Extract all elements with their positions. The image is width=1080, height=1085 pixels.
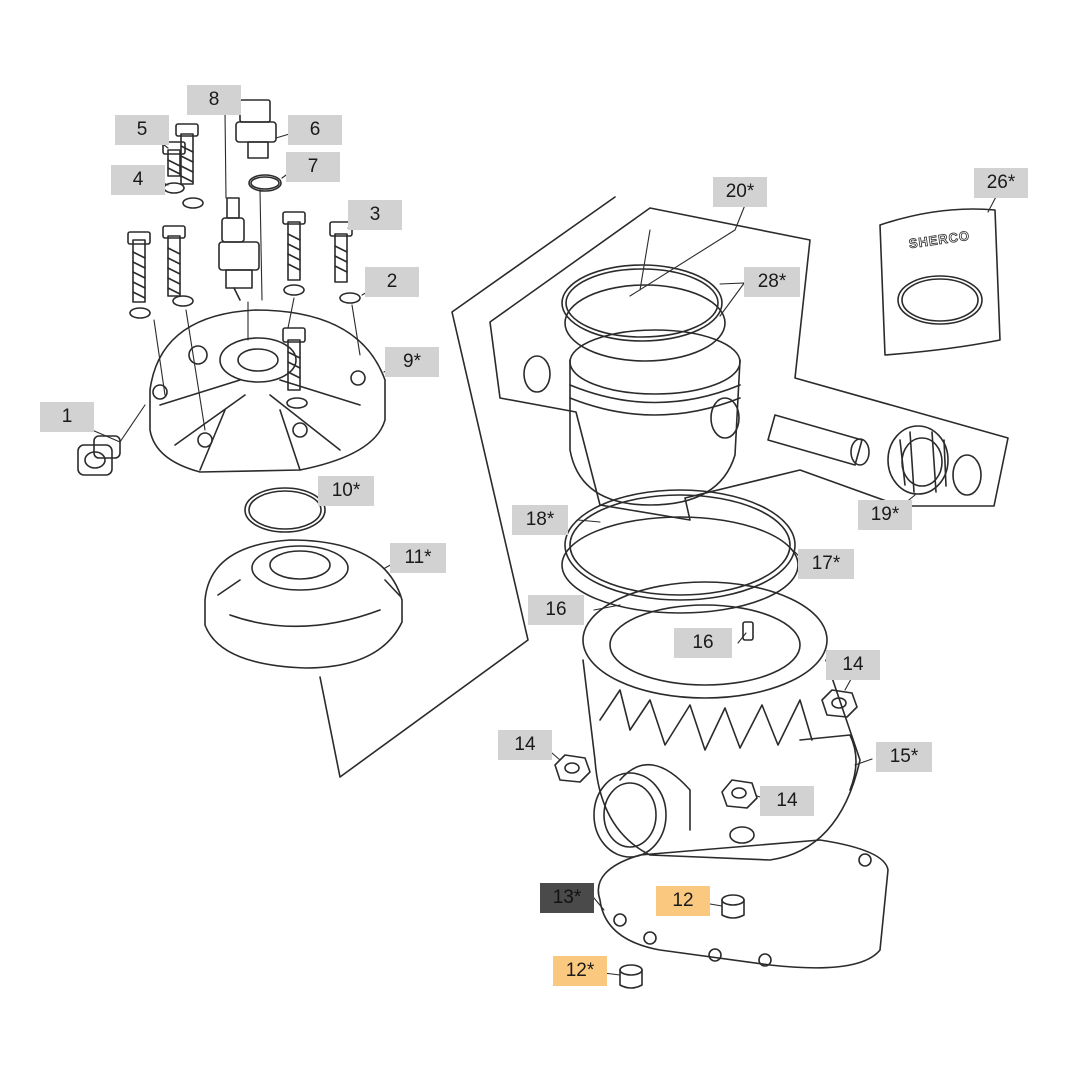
dowel-12-upper (722, 895, 744, 918)
o-ring-10 (245, 488, 325, 532)
piston (570, 330, 740, 505)
needle-bearing (888, 426, 948, 494)
callout-1: 1 (40, 402, 94, 432)
kit-logo: SHERCO (908, 228, 971, 251)
callout-18: 18* (512, 505, 568, 535)
flange-nut-right (822, 690, 857, 717)
callout-2: 2 (365, 267, 419, 297)
callout-5: 5 (115, 115, 169, 145)
head-bolt-long-left (128, 232, 150, 318)
callout-11: 11* (390, 543, 446, 573)
callout-16-gasket: 16 (528, 595, 584, 625)
sealing-washer (251, 177, 279, 189)
head-bolt-long-mid (163, 226, 193, 306)
callout-14-center: 14 (760, 786, 814, 816)
callout-20: 20* (713, 177, 767, 207)
piston-rings (562, 265, 725, 361)
base-gasket (598, 840, 888, 968)
callout-14-right: 14 (826, 650, 880, 680)
callout-19: 19* (858, 500, 912, 530)
callout-13: 13* (540, 883, 594, 913)
head-bolt-front (283, 328, 307, 408)
cylinder (583, 582, 860, 860)
dowel-pin-16 (743, 622, 753, 640)
group-bracket-left (320, 197, 615, 777)
callout-12-upper: 12 (656, 886, 710, 916)
circlip-left (524, 356, 550, 392)
ring-kit-package (880, 209, 1000, 355)
cylinder-o-ring (562, 517, 798, 613)
cylinder-head (150, 310, 385, 472)
callout-26: 26* (974, 168, 1028, 198)
head-gasket-ring (565, 490, 795, 600)
spark-plug (219, 198, 259, 340)
callout-12-lower: 12* (553, 956, 607, 986)
circlip-right (953, 455, 981, 495)
head-bolt-long-back (176, 124, 203, 208)
callout-10: 10* (318, 476, 374, 506)
combustion-dome (205, 540, 402, 668)
head-bolt-part-3 (330, 222, 360, 303)
callout-3: 3 (348, 200, 402, 230)
callout-6: 6 (288, 115, 342, 145)
piston-pin (768, 415, 869, 465)
callout-4: 4 (111, 165, 165, 195)
callout-16-dowel: 16 (674, 628, 732, 658)
callout-14-left: 14 (498, 730, 552, 760)
callout-17: 17* (798, 549, 854, 579)
callout-8: 8 (187, 85, 241, 115)
flange-nut-center (722, 780, 757, 808)
dowel-12-lower (620, 965, 642, 988)
callout-15: 15* (876, 742, 932, 772)
temperature-sensor (236, 100, 281, 300)
head-bolt-right-a (283, 212, 305, 295)
callout-28: 28* (744, 267, 800, 297)
piston-kit-outline (490, 208, 1008, 520)
callout-7: 7 (286, 152, 340, 182)
flange-nut-left (555, 755, 590, 782)
callout-9: 9* (385, 347, 439, 377)
